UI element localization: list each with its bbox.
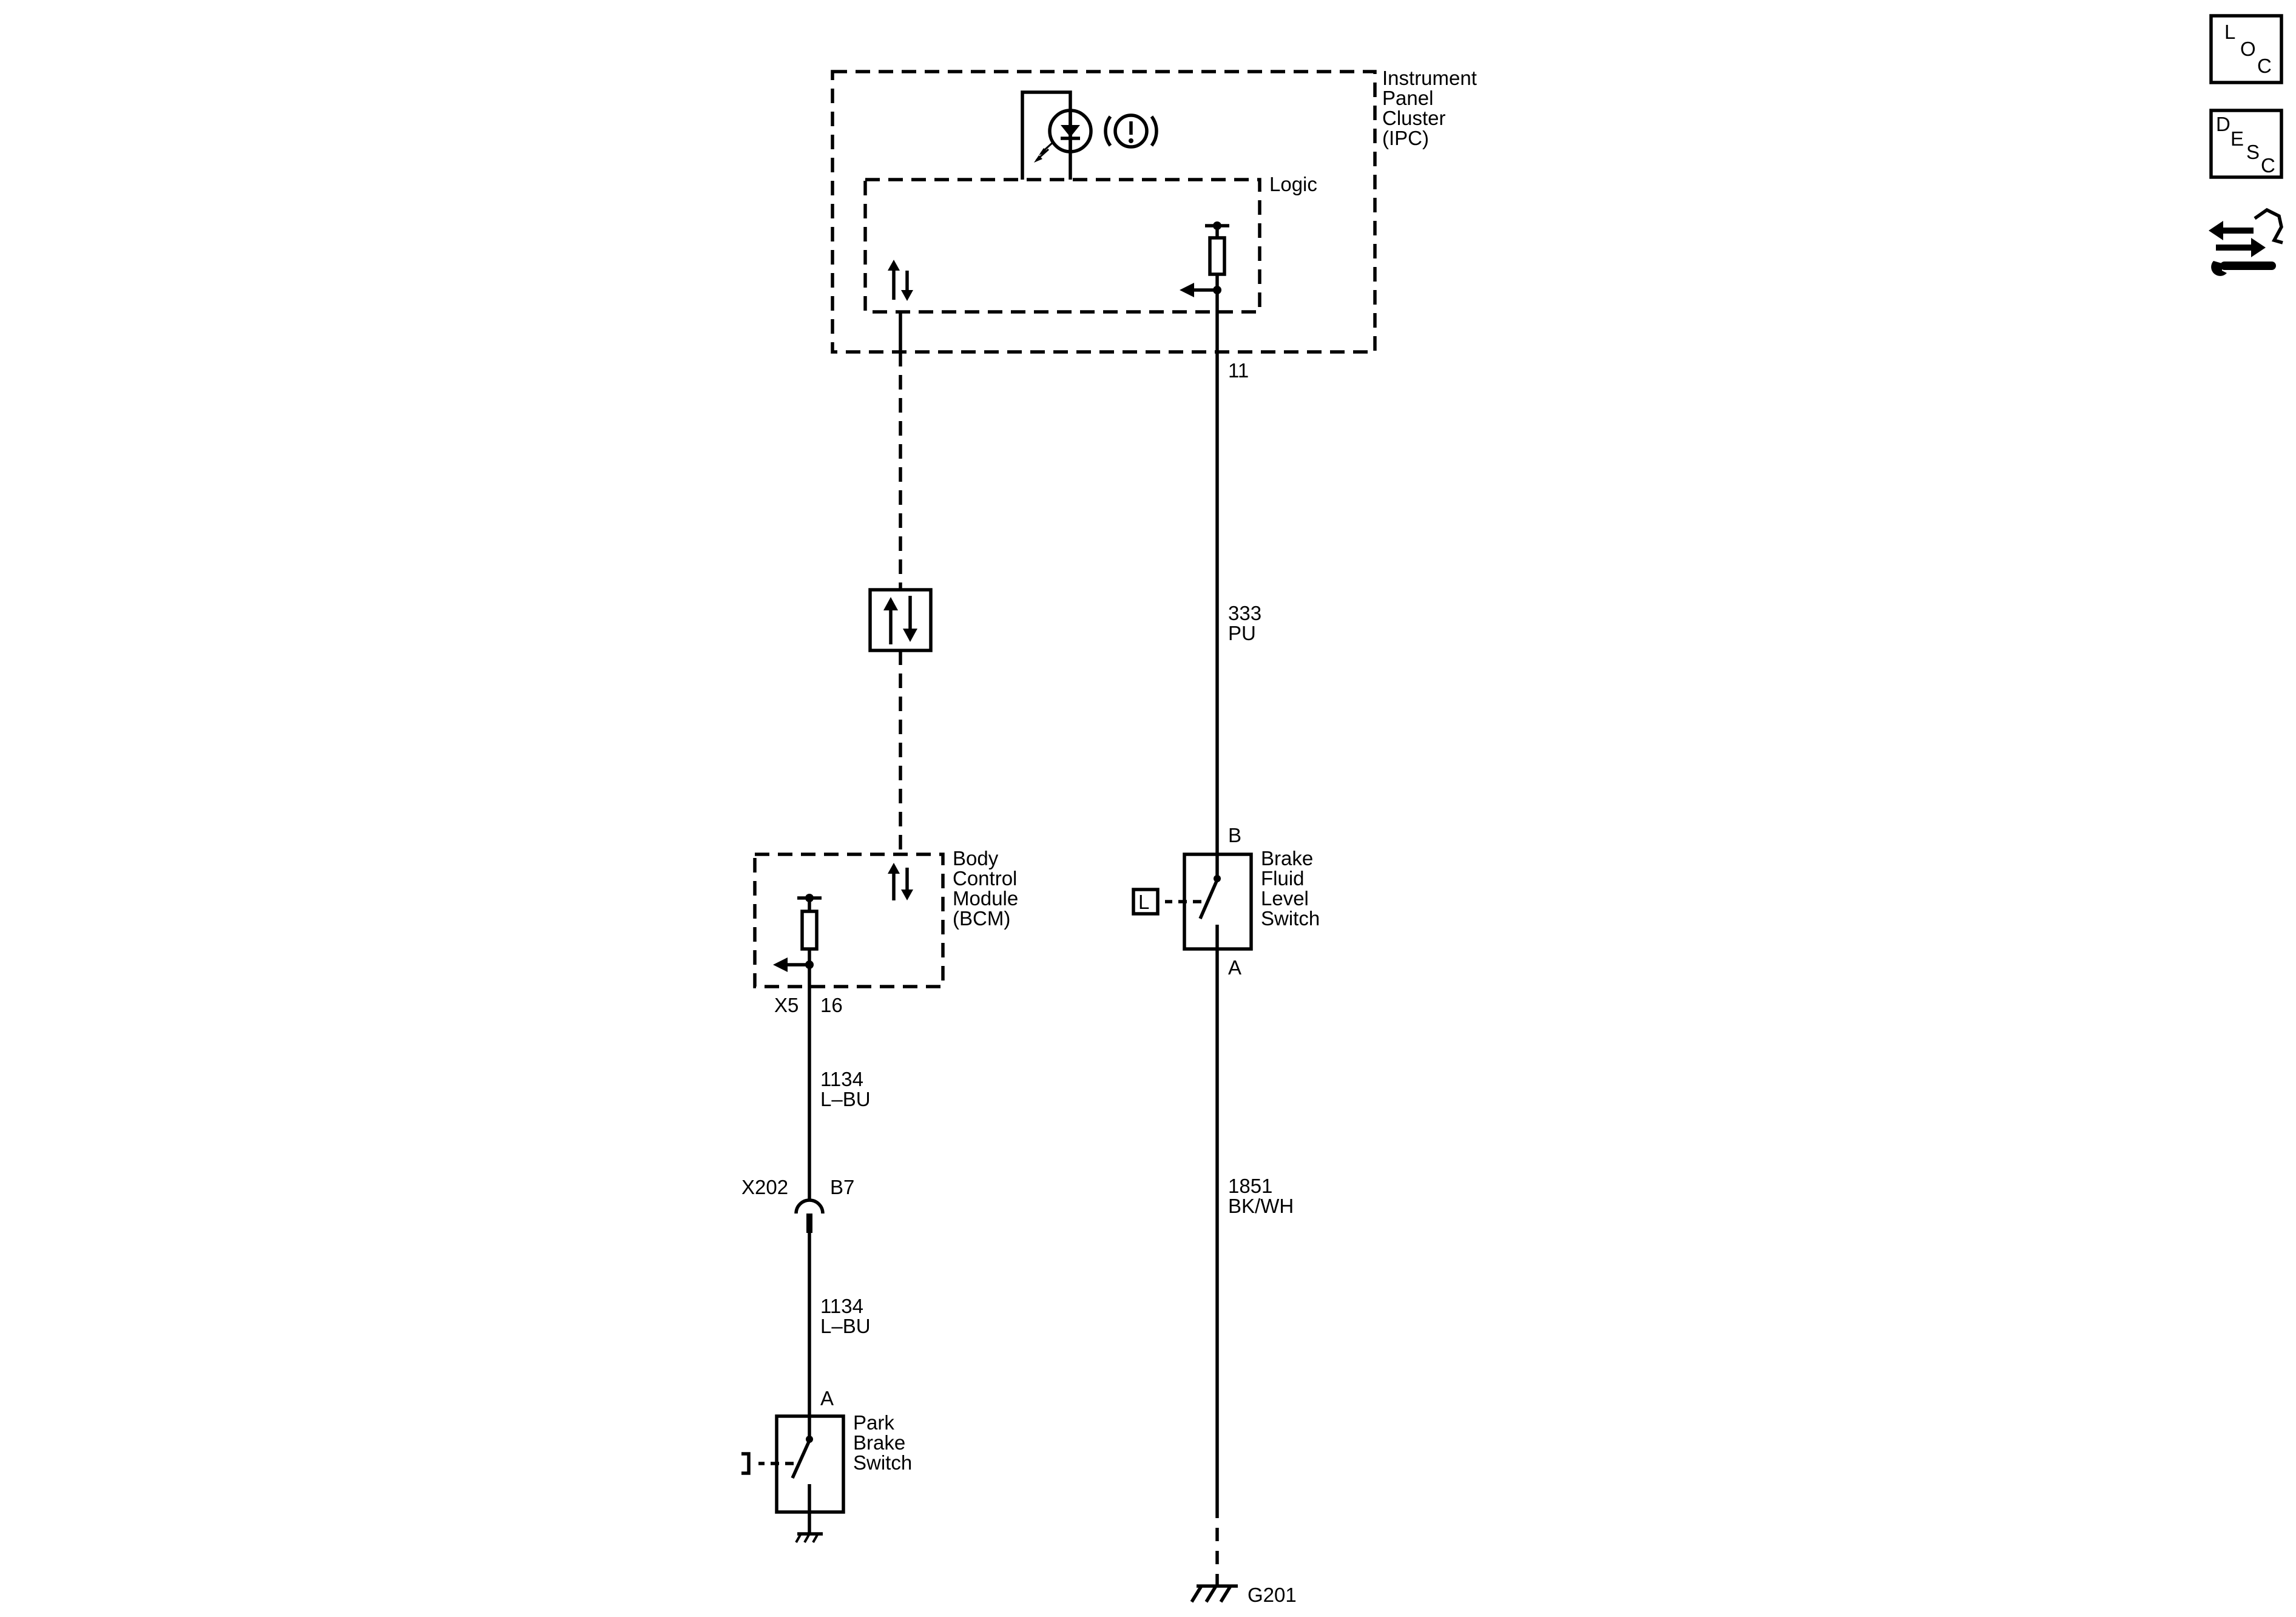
ground-icon (1190, 1584, 1238, 1603)
bcm-input-symbol (773, 894, 822, 972)
bfls-pin-a: A (1228, 956, 1241, 979)
svg-text:L: L (2224, 21, 2235, 43)
ground-icon (795, 1532, 823, 1543)
serial-data-icon (888, 863, 913, 900)
bfls-label: Brake Fluid Level Switch (1261, 847, 1320, 930)
loc-icon[interactable]: L O C (2209, 14, 2283, 84)
park-brake-switch: A Park Brake Switch (741, 1387, 912, 1514)
x202-label: X202 (741, 1176, 788, 1198)
bfls-pin-b: B (1228, 824, 1241, 846)
brake-fluid-level-switch: B L A Brake Fluid Level Switch (1132, 824, 1320, 979)
wire-1851-label: 1851 BK/WH (1228, 1175, 1294, 1217)
pbs-pin-a: A (820, 1387, 834, 1409)
inline-connector-x202 (794, 1198, 825, 1233)
ground-g201-label: G201 (1248, 1584, 1297, 1606)
connector-wrench-icon[interactable] (2209, 208, 2283, 276)
pbs-label: Park Brake Switch (853, 1411, 912, 1474)
ipc-logic-input-symbol (1180, 221, 1229, 297)
bcm-module: Body Control Module (BCM) (753, 847, 1024, 988)
svg-text:D: D (2216, 113, 2230, 135)
svg-text:S: S (2246, 141, 2260, 163)
serial-data-icon (888, 260, 913, 301)
ipc-pin-11: 11 (1228, 359, 1249, 382)
svg-text:O: O (2240, 38, 2256, 60)
x202-pin-b7: B7 (830, 1176, 854, 1198)
svg-text:C: C (2261, 154, 2275, 177)
bcm-connector-x5: X5 (774, 994, 799, 1016)
desc-icon[interactable]: D E S C (2209, 109, 2283, 179)
warning-lamp-icon (1021, 90, 1093, 180)
wire-333-label: 333 PU (1228, 602, 1267, 644)
wire-1134-upper-label: 1134 L–BU (820, 1068, 871, 1110)
bcm-label: Body Control Module (BCM) (953, 847, 1024, 930)
brake-warning-symbol-icon (1104, 113, 1158, 149)
ipc-label: Instrument Panel Cluster (IPC) (1382, 67, 1482, 149)
bfls-actuator-label: L (1138, 891, 1149, 913)
svg-text:E: E (2230, 127, 2244, 150)
ipc-module: Instrument Panel Cluster (IPC) Logic (831, 67, 1482, 354)
serial-data-icon (868, 588, 933, 652)
wire-1134-lower-label: 1134 L–BU (820, 1295, 871, 1337)
svg-text:C: C (2257, 55, 2272, 77)
bcm-pin-16: 16 (820, 994, 843, 1016)
ipc-logic-label: Logic (1269, 173, 1317, 195)
